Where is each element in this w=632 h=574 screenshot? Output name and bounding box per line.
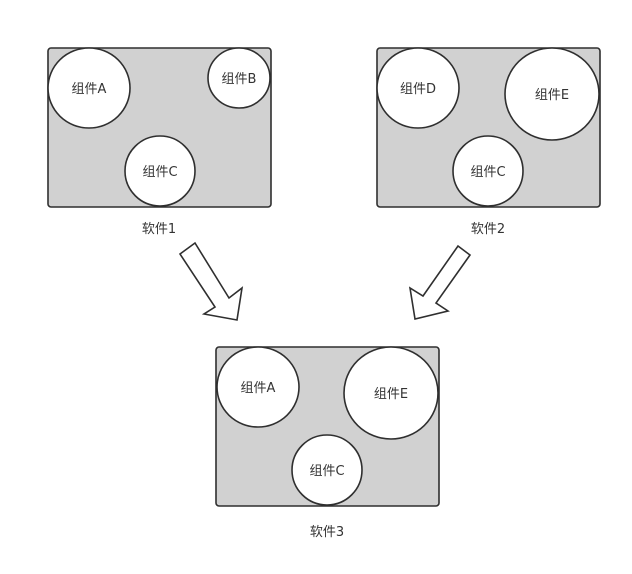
software-3-caption: 软件3: [310, 525, 344, 540]
component-a-shape: [216, 346, 300, 428]
software-2-component-e: 组件E: [504, 47, 600, 141]
component-c-label: 组件C: [470, 165, 505, 180]
component-c-label: 组件C: [309, 464, 344, 479]
software-1-component-c: 组件C: [124, 135, 196, 207]
software-1-component-a: 组件A: [47, 47, 131, 129]
component-c-shape: [291, 434, 363, 506]
software-3-component-c: 组件C: [291, 434, 363, 506]
component-d-label: 组件D: [400, 82, 436, 97]
component-c-label: 组件C: [142, 165, 177, 180]
software-2-component-c: 组件C: [452, 135, 524, 207]
software-2-component-d: 组件D: [376, 47, 460, 129]
component-c-shape: [124, 135, 196, 207]
component-b-shape: [207, 47, 271, 109]
component-a-label: 组件A: [72, 82, 107, 97]
software-3: 组件A 组件E 组件C 软件3: [215, 346, 440, 540]
software-3-component-e: 组件E: [343, 346, 439, 440]
component-e-label: 组件E: [374, 387, 408, 402]
component-a-shape: [47, 47, 131, 129]
arrow-1-to-3: [178, 241, 244, 321]
component-c-shape: [452, 135, 524, 207]
component-e-label: 组件E: [535, 88, 569, 103]
software-1-caption: 软件1: [142, 222, 176, 237]
component-a-label: 组件A: [241, 381, 276, 396]
software-3-component-a: 组件A: [216, 346, 300, 428]
software-2: 组件D 组件E 组件C 软件2: [376, 47, 601, 237]
software-1-component-b: 组件B: [207, 47, 271, 109]
component-b-label: 组件B: [222, 72, 257, 87]
software-1: 组件A 组件B 组件C 软件1: [47, 47, 272, 237]
component-d-shape: [376, 47, 460, 129]
software-2-caption: 软件2: [471, 222, 505, 237]
component-e-shape: [343, 346, 439, 440]
component-e-shape: [504, 47, 600, 141]
arrow-2-to-3: [408, 244, 472, 320]
